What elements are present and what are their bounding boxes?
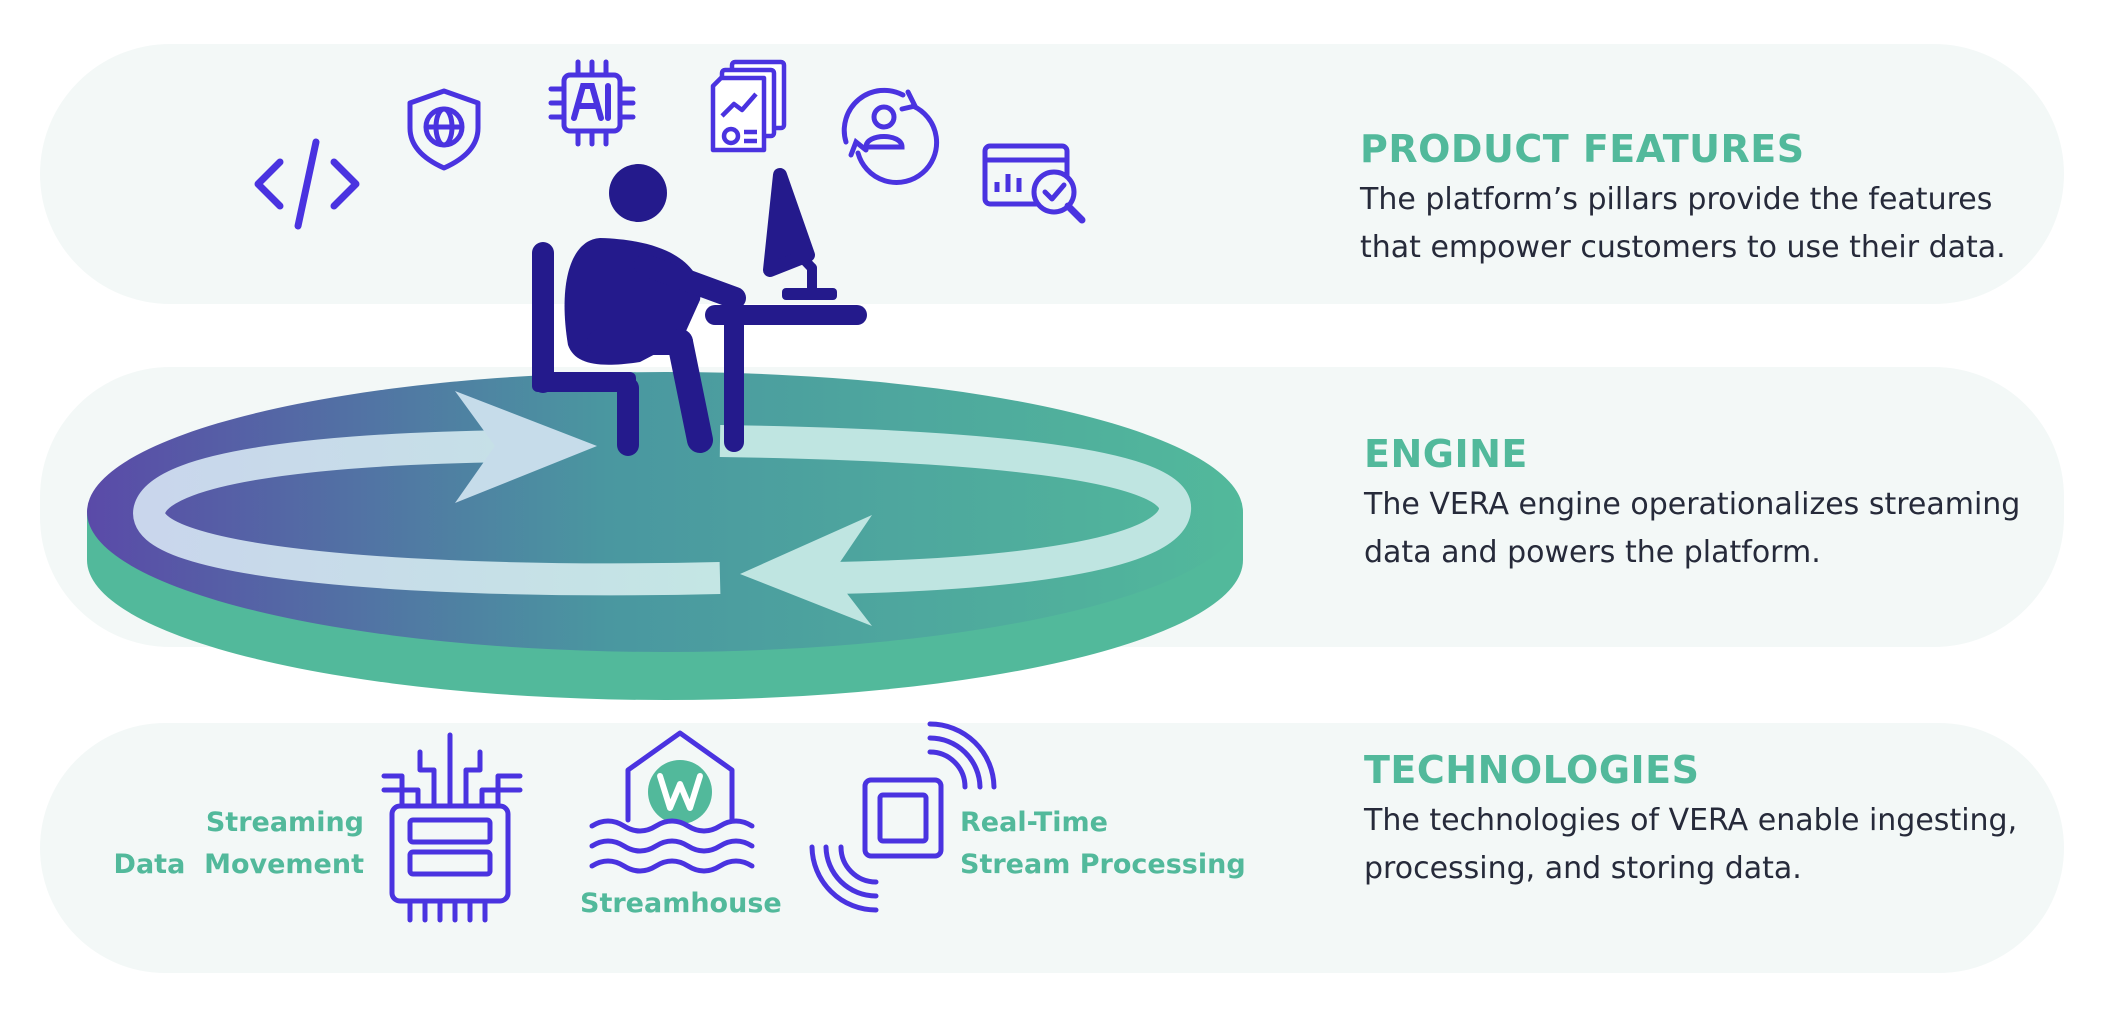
signal-arc-bl-3: [809, 844, 879, 913]
data-movement-icon: [381, 732, 523, 923]
arrow-ring-right: [719, 425, 1191, 594]
signal-arc-tr-1: [927, 749, 968, 790]
globe-meridian: [433, 106, 455, 148]
engine-disc: [87, 372, 1243, 700]
signal-arc-tr-3: [927, 721, 997, 790]
streaming-data-movement-line-1: Streaming: [205, 807, 364, 838]
sync-arc-2: [841, 87, 906, 145]
search-check: [1042, 182, 1067, 202]
streamhouse-label: Streamhouse: [580, 888, 782, 919]
person-head: [609, 164, 667, 222]
signal-arc-bl-1: [838, 844, 879, 885]
technologies-heading: TECHNOLOGIES: [1364, 748, 1700, 792]
chair-seat: [532, 372, 636, 392]
arrow-ring-left: [133, 430, 721, 596]
streamhouse-roof: [625, 730, 735, 823]
streaming-data-movement-line-2: Data Movement: [113, 849, 364, 880]
product-features-description: The platform’s pillars provide the featu…: [1360, 182, 2006, 265]
technologies-description: The technologies of VERA enable ingestin…: [1364, 803, 2018, 886]
signal-arc-bl-2: [823, 844, 879, 899]
real-time-stream-processing-line-2: Stream Processing: [960, 849, 1246, 880]
technologies-band: [40, 723, 2064, 973]
monitor-base: [782, 288, 837, 300]
code-icon: [254, 138, 360, 230]
user-shoulders: [863, 134, 905, 150]
document-line-chart: [720, 92, 758, 118]
streamhouse-logo-w: [657, 773, 703, 811]
user-sync-icon: [841, 87, 940, 185]
dashboard-search-icon: [982, 143, 1086, 224]
shield-outline: [407, 88, 481, 171]
streamhouse-logo-disc: [648, 760, 712, 824]
wave-3: [589, 858, 755, 874]
signal-arc-tr-2: [927, 735, 983, 790]
search-handle: [1064, 202, 1086, 224]
arrow-head-left: [740, 515, 872, 626]
product-features-heading: PRODUCT FEATURES: [1360, 127, 1805, 171]
code-right-bracket: [330, 158, 360, 210]
user-head: [871, 104, 897, 130]
monitor-screen: [763, 168, 815, 277]
chip-ai-glyph: [571, 83, 611, 121]
processing-inner-square: [877, 792, 929, 844]
arrow-head-right: [455, 391, 597, 503]
data-movement-slot-2: [407, 849, 493, 877]
document-pie: [721, 126, 741, 146]
engine-description: The VERA engine operationalizes streamin…: [1364, 487, 2021, 570]
person-arm: [634, 254, 746, 309]
search-lens: [1031, 169, 1077, 215]
code-slash: [294, 138, 320, 230]
streamhouse-icon: [589, 730, 755, 874]
disc-top: [87, 372, 1243, 652]
ai-chip-icon: [548, 59, 636, 147]
person-shin: [667, 329, 713, 453]
shield-globe-icon: [407, 88, 481, 171]
monitor-neck: [785, 240, 817, 273]
real-time-stream-processing-line-1: Real-Time: [960, 807, 1108, 838]
wave-1: [589, 818, 755, 834]
data-movement-slot-1: [407, 817, 493, 845]
cycle-arrows: [133, 391, 1191, 626]
real-time-stream-processing-label: Real-Time Stream Processing: [960, 802, 1246, 886]
person-at-desk-icon: [532, 164, 867, 456]
wave-2: [589, 838, 755, 854]
engine-heading: ENGINE: [1364, 432, 1528, 476]
desk-top: [705, 305, 867, 325]
sync-arc-1: [855, 103, 940, 185]
code-left-bracket: [254, 158, 284, 210]
processing-outer-square: [862, 777, 944, 859]
stream-processing-icon: [809, 721, 997, 913]
documents-chart-icon: [710, 59, 787, 153]
streaming-data-movement-label: Streaming Data Movement: [114, 802, 364, 886]
